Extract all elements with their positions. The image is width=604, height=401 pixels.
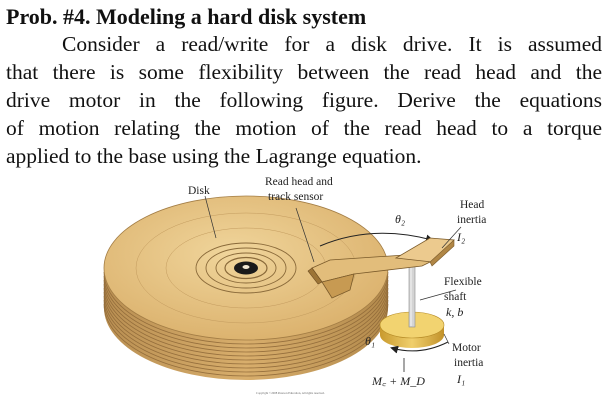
flexible-shaft-label-2: shaft xyxy=(444,291,467,303)
statement-line: that there is some flexibility between t… xyxy=(6,60,602,84)
statement-line: of motion relating the motion of the rea… xyxy=(6,116,602,140)
motor-inertia-label: Motor xyxy=(452,342,481,354)
read-head-arm xyxy=(307,237,455,299)
torque-symbol: M꜀ + M_D xyxy=(372,374,425,388)
statement-line: applied to the base using the Lagrange e… xyxy=(6,144,422,168)
read-head-label-2: track sensor xyxy=(268,191,324,203)
problem-statement: Consider a read/write for a disk drive. … xyxy=(6,30,602,170)
theta1-symbol: θ₁ xyxy=(365,334,376,348)
theta2-arrow xyxy=(319,232,434,247)
head-inertia-label: Head xyxy=(460,199,485,211)
stiffness-damping-symbol: k, b xyxy=(446,305,464,319)
statement-line: Consider a read/write for a disk drive. … xyxy=(62,32,602,56)
problem-title: Prob. #4. Modeling a hard disk system xyxy=(6,4,367,29)
disk-label: Disk xyxy=(188,185,210,197)
theta1-arrow xyxy=(390,341,449,354)
read-head-label: Read head and xyxy=(265,176,333,188)
flexible-shaft xyxy=(408,264,416,328)
motor-inertia-symbol: I₁ xyxy=(457,372,466,386)
flexible-shaft-label: Flexible xyxy=(444,276,482,288)
statement-line: drive motor in the following figure. Der… xyxy=(6,88,602,112)
copyright-notice: Copyright ©2008 Pearson Education, All r… xyxy=(256,391,325,395)
leader-lines xyxy=(204,195,462,345)
motor-inertia-label-2: inertia xyxy=(454,357,484,369)
disk-platter-stack xyxy=(103,268,389,380)
head-inertia-label-2: inertia xyxy=(457,214,487,226)
theta2-symbol: θ₂ xyxy=(395,212,406,226)
head-inertia-symbol: I₂ xyxy=(457,230,466,244)
